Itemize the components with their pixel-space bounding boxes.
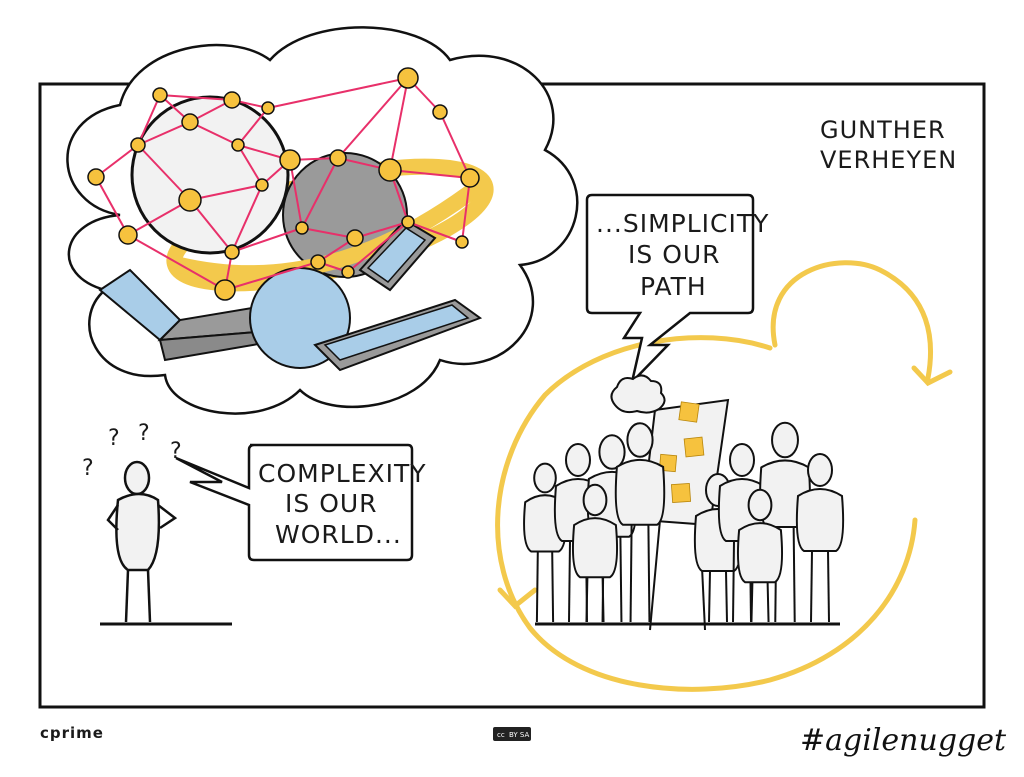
team-member <box>795 453 845 623</box>
network-node <box>224 244 240 260</box>
network-node <box>329 149 347 167</box>
network-edge <box>189 121 239 146</box>
network-globe-icon <box>130 95 290 255</box>
cycle-arrow-icon <box>495 260 953 692</box>
author-name-line1: GUNTHER <box>820 116 946 144</box>
speech-bubble-right <box>585 193 755 387</box>
question-mark-2: ? <box>108 426 121 451</box>
author-name-line2: VERHEYEN <box>820 146 957 174</box>
team-group <box>523 374 845 623</box>
network-edge <box>389 77 409 171</box>
network-node <box>130 137 146 153</box>
speech-left-line1: COMPLEXITY <box>258 459 427 488</box>
network-node <box>231 138 245 152</box>
question-mark-4: ? <box>170 439 183 464</box>
speech-right-line2: IS OUR <box>628 240 721 269</box>
network-edge <box>237 107 269 146</box>
network-edge <box>231 227 303 253</box>
network-edge <box>95 144 139 178</box>
network-edge <box>407 221 463 243</box>
network-edge <box>137 144 191 201</box>
network-edge <box>337 77 409 159</box>
network-edge <box>354 221 409 239</box>
question-mark-3: ? <box>138 421 151 446</box>
network-edge <box>237 144 263 186</box>
license-badge: cc BY SA <box>493 727 531 741</box>
network-edge <box>289 159 303 229</box>
svg-text:cc: cc <box>497 731 505 739</box>
network-edge <box>137 94 161 146</box>
network-edge <box>461 177 471 243</box>
network-edge <box>267 77 409 109</box>
speech-left-line2: IS OUR <box>285 489 378 518</box>
network-node <box>378 158 402 182</box>
brand-logo: cprime <box>40 724 104 742</box>
network-node <box>295 221 309 235</box>
network-node <box>455 235 469 249</box>
phone-icon <box>358 218 437 292</box>
network-edge <box>127 234 226 291</box>
network-node <box>181 113 199 131</box>
network-edge <box>301 227 356 239</box>
network-node <box>460 168 480 188</box>
network-edge <box>95 176 129 236</box>
network-edge <box>189 184 263 201</box>
network-edge <box>347 221 409 273</box>
network-edge <box>231 184 263 253</box>
network-node <box>279 149 301 171</box>
network-edge <box>224 261 319 291</box>
network-edge <box>439 111 471 179</box>
network-node <box>214 279 236 301</box>
network-node <box>310 254 326 270</box>
speech-left-line3: WORLD... <box>275 520 402 549</box>
network-node <box>261 101 275 115</box>
network-edge <box>159 94 233 101</box>
network-node <box>178 188 202 212</box>
network-node <box>432 104 448 120</box>
svg-text:BY SA: BY SA <box>509 731 529 739</box>
hashtag-label: #agilenugget <box>800 723 1007 758</box>
network-graph <box>87 67 480 301</box>
confused-person <box>100 460 232 626</box>
network-node <box>255 178 269 192</box>
team-member <box>736 488 784 623</box>
network-edge <box>301 157 339 229</box>
network-node <box>397 67 419 89</box>
tablet-icon <box>313 298 483 372</box>
network-node <box>87 168 105 186</box>
speech-bubble-left <box>175 443 414 562</box>
network-node <box>223 91 241 109</box>
network-edge <box>389 169 471 179</box>
network-node <box>118 225 138 245</box>
facilitator-hair <box>610 374 666 414</box>
network-edge <box>137 121 191 146</box>
network-node <box>341 265 355 279</box>
team-member <box>614 422 666 623</box>
team-member <box>571 483 619 623</box>
speech-right-line1: ...SIMPLICITY <box>596 209 769 238</box>
network-node <box>152 87 168 103</box>
network-node <box>401 215 415 229</box>
network-node <box>346 229 364 247</box>
speech-right-line3: PATH <box>640 272 707 301</box>
network-edge <box>127 199 191 236</box>
question-mark-1: ? <box>82 456 95 481</box>
